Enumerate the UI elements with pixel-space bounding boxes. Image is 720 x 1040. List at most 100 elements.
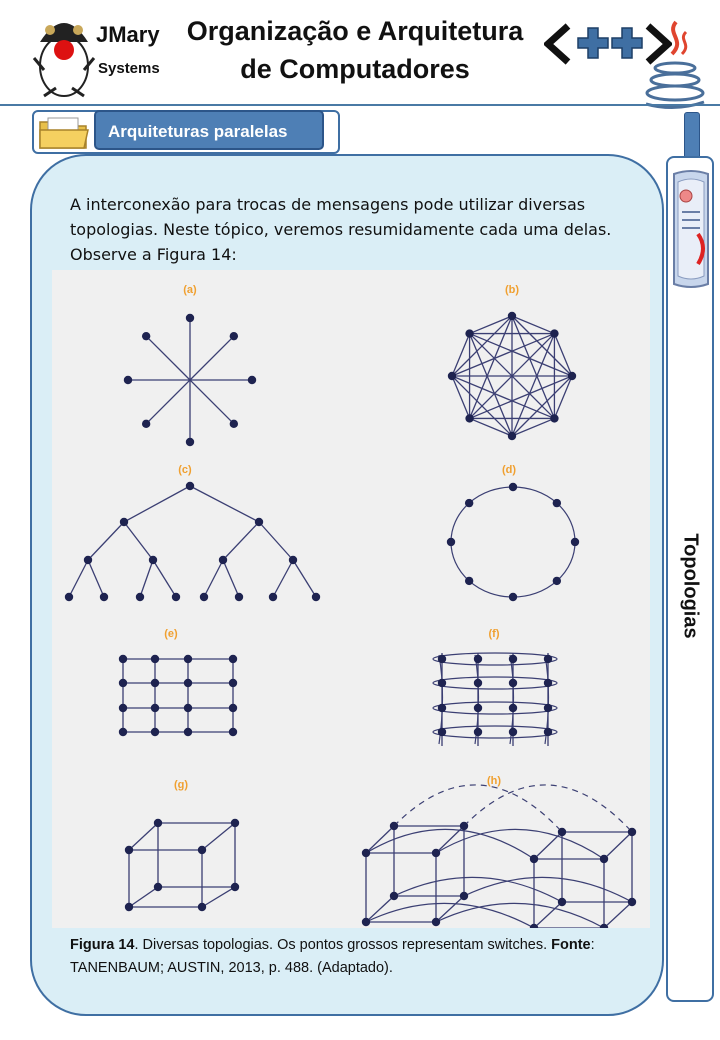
hypercube-node <box>599 854 609 864</box>
cube-edge <box>201 822 236 851</box>
star-node <box>141 419 151 429</box>
hypercube-link-edge <box>393 784 563 833</box>
complete-graph-node <box>507 311 517 321</box>
tree-node <box>268 592 278 602</box>
logo-subtitle: Systems <box>98 60 160 77</box>
ring-node <box>508 592 518 602</box>
torus-node <box>543 654 553 664</box>
grid-node <box>118 654 128 664</box>
hypercube-link-edge <box>365 828 535 860</box>
tree-node <box>135 592 145 602</box>
hypercube-edge <box>603 901 633 928</box>
panel-label-b: (b) <box>505 284 519 296</box>
cube-edge <box>128 886 159 908</box>
ring-node <box>464 576 474 586</box>
hypercube-node <box>361 848 371 858</box>
sidebar <box>666 156 714 1002</box>
panel-label-c: (c) <box>178 464 192 476</box>
hypercube-link-edge <box>435 902 605 928</box>
newspaper-icon <box>673 170 709 288</box>
grid-node <box>150 703 160 713</box>
torus-node <box>437 654 447 664</box>
grid-node <box>150 727 160 737</box>
complete-graph-node <box>550 329 559 338</box>
torus-node <box>508 703 518 713</box>
tree-node <box>83 555 93 565</box>
star-node <box>229 331 239 341</box>
ring-node <box>552 498 562 508</box>
tree-node <box>218 555 228 565</box>
ring-node <box>446 537 456 547</box>
complete-graph-node <box>447 371 457 381</box>
tree-node <box>185 481 195 491</box>
tree-node <box>199 592 209 602</box>
cube-edge <box>128 822 159 851</box>
grid-node <box>183 727 193 737</box>
tree-edge <box>222 521 260 561</box>
star-edge <box>145 335 191 381</box>
hypercube-node <box>431 917 441 927</box>
figure-caption: Figura 14. Diversas topologias. Os ponto… <box>70 934 640 980</box>
torus-node <box>473 727 483 737</box>
folder-icon <box>39 117 89 149</box>
hypercube-node <box>529 923 539 928</box>
tree-node <box>64 592 74 602</box>
tree-node <box>254 517 264 527</box>
tree-edge <box>222 559 240 598</box>
torus-node <box>437 678 447 688</box>
mesh-edge <box>511 315 555 335</box>
hypercube-edge <box>533 901 563 928</box>
complete-graph-node <box>465 414 474 423</box>
torus-node <box>508 678 518 688</box>
cube-node <box>197 902 207 912</box>
cube-node <box>124 845 134 855</box>
hypercube-node <box>431 848 441 858</box>
ring-node <box>552 576 562 586</box>
hypercube-edge <box>603 831 633 860</box>
hypercube-link-edge <box>365 902 535 928</box>
tree-node <box>311 592 321 602</box>
page-title-line1: Organização e Arquitetura <box>186 16 524 46</box>
mesh-edge <box>469 315 513 335</box>
tree-edge <box>272 559 294 598</box>
star-node <box>141 331 151 341</box>
logo-name: JMary <box>96 22 160 47</box>
star-node <box>229 419 239 429</box>
tree-edge <box>258 521 294 561</box>
topologies-figure: (a) (b) (c) (d) (e) (f) (g) (h) <box>64 284 637 928</box>
cube-node <box>124 902 134 912</box>
figure-panel-labels: (a) (b) (c) (d) (e) (f) (g) (h) <box>164 284 519 791</box>
mesh-edge <box>469 417 513 437</box>
mesh-edge <box>553 333 573 377</box>
star-edge <box>189 379 235 425</box>
page-title-line2: de Computadores <box>240 54 470 84</box>
hypercube-node <box>529 854 539 864</box>
figure-edges <box>68 315 633 928</box>
panel-label-d: (d) <box>502 464 516 476</box>
section-tab[interactable]: Arquiteturas paralelas <box>94 110 324 150</box>
tree-node <box>288 555 298 565</box>
cube-node <box>153 818 163 828</box>
torus-node <box>543 703 553 713</box>
hypercube-node <box>557 897 567 907</box>
hypercube-node <box>599 923 609 928</box>
hypercube-node <box>389 821 399 831</box>
mesh-edge <box>469 332 573 377</box>
ring-node <box>508 482 518 492</box>
hypercube-link-edge <box>393 876 563 903</box>
hypercube-node <box>627 897 637 907</box>
star-node <box>185 437 195 447</box>
grid-node <box>228 727 238 737</box>
torus-node <box>543 727 553 737</box>
complete-graph-node <box>465 329 474 338</box>
mesh-edge <box>553 375 573 419</box>
mesh-edge <box>469 333 555 419</box>
hypercube-node <box>557 827 567 837</box>
torus-node <box>473 678 483 688</box>
grid-node <box>228 654 238 664</box>
ring-node <box>570 537 580 547</box>
panel-label-f: (f) <box>489 628 500 640</box>
tree-node <box>148 555 158 565</box>
grid-node <box>183 703 193 713</box>
caption-text: . Diversas topologias. Os pontos grossos… <box>134 937 552 953</box>
